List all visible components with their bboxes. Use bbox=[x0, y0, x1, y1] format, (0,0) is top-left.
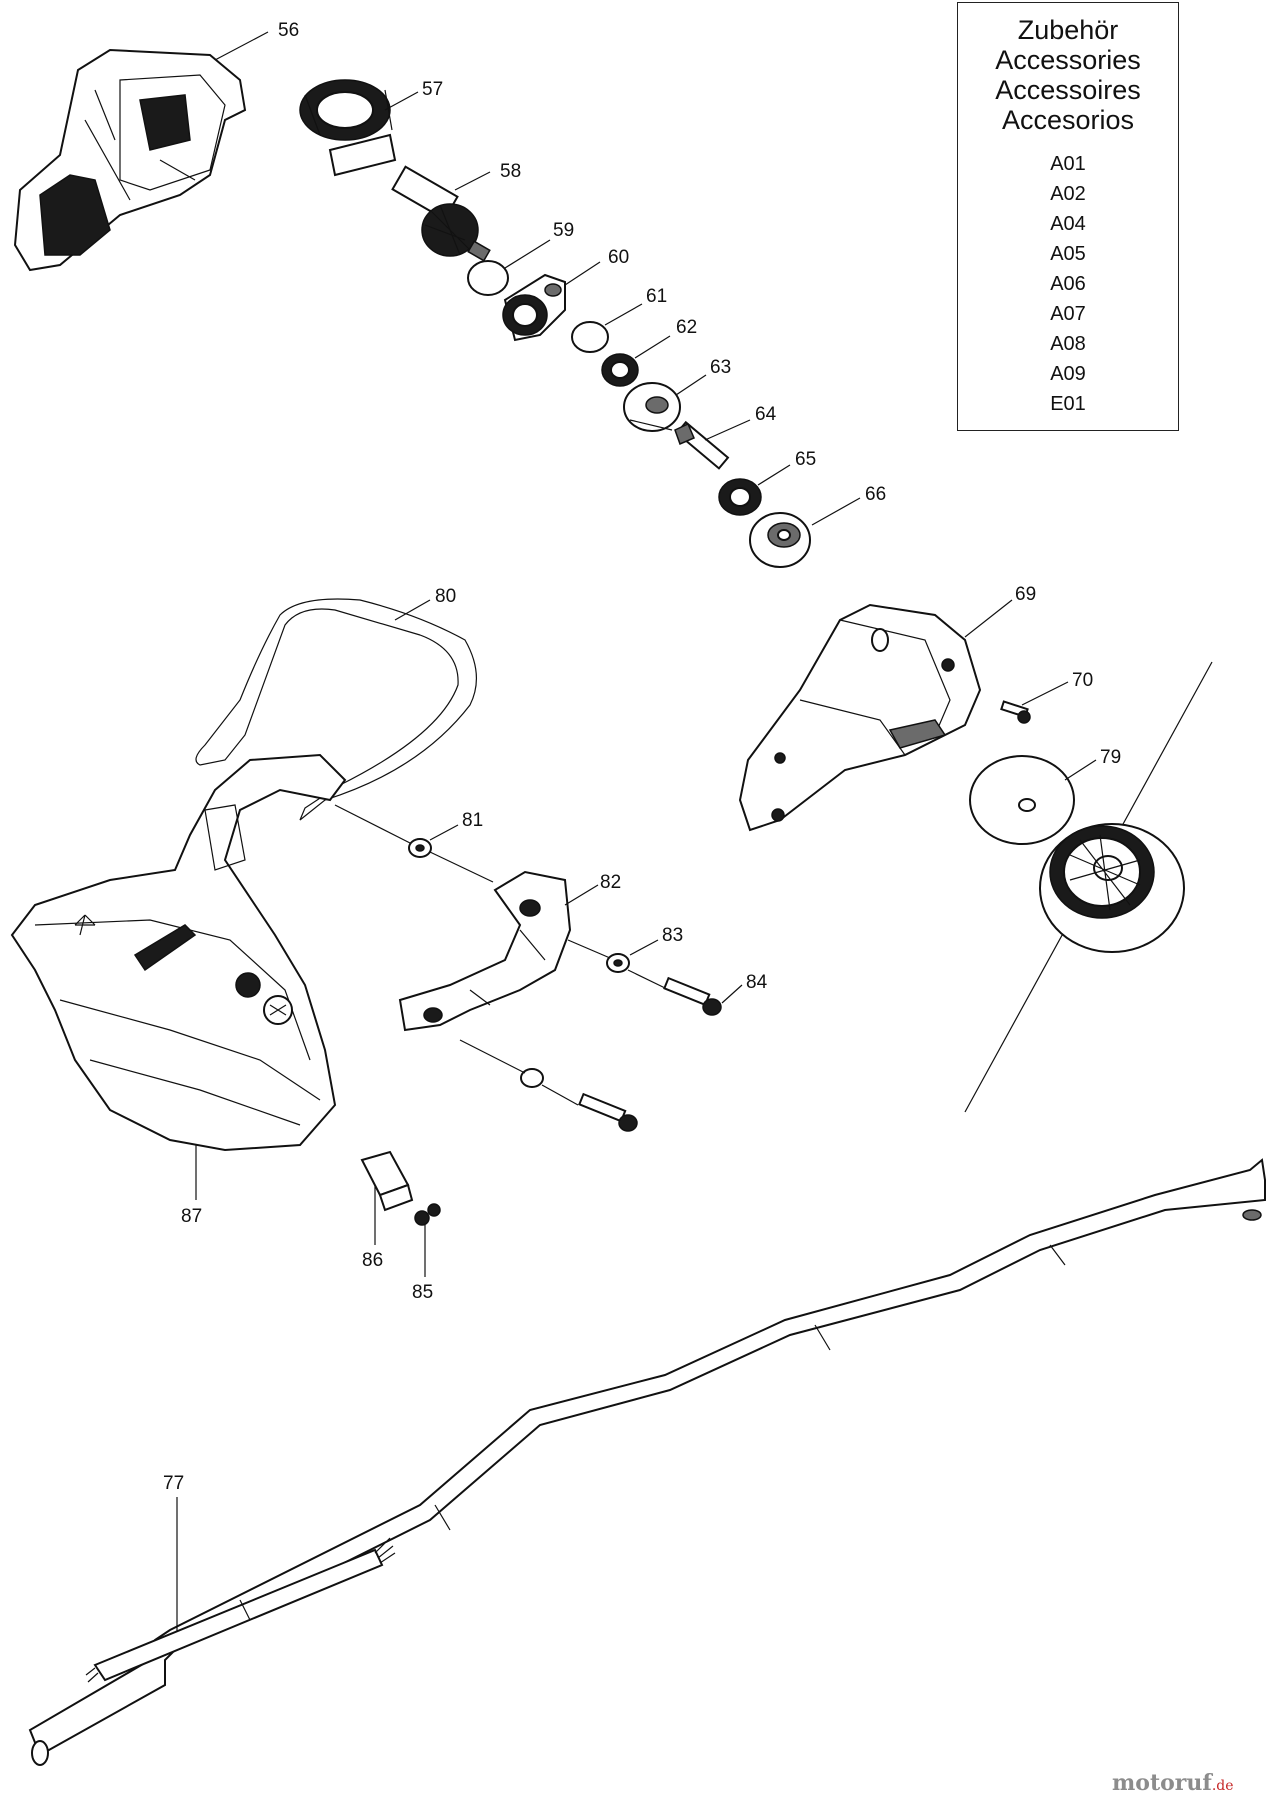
watermark-logo: motoruf.de bbox=[1112, 1770, 1234, 1796]
part-61-o-ring bbox=[571, 321, 609, 353]
callout-77: 77 bbox=[163, 1473, 184, 1494]
callout-79: 79 bbox=[1100, 747, 1121, 768]
callout-64: 64 bbox=[755, 404, 777, 425]
callout-63: 63 bbox=[710, 357, 731, 378]
part-63-gear bbox=[623, 382, 681, 432]
callout-60: 60 bbox=[608, 247, 629, 268]
callout-65: 65 bbox=[795, 449, 816, 470]
part-85-screws bbox=[414, 1203, 441, 1226]
part-65-bearing bbox=[718, 478, 762, 516]
accessories-title-es: Accesorios bbox=[1001, 105, 1135, 135]
part-80-wire-guard bbox=[195, 598, 478, 821]
part-83-washer bbox=[606, 953, 630, 973]
accessories-titles: Zubehör Accessories Accessoires Accesori… bbox=[958, 15, 1178, 135]
part-86-clip-plate bbox=[360, 1150, 414, 1212]
callout-86: 86 bbox=[362, 1250, 383, 1271]
accessories-box: Zubehör Accessories Accessoires Accesori… bbox=[957, 2, 1179, 431]
accessories-list: A01 A02 A04 A05 A06 A07 A08 A09 E01 bbox=[958, 149, 1178, 419]
accessory-item[interactable]: A07 bbox=[1050, 303, 1086, 325]
part-87-grass-guard bbox=[10, 753, 347, 1152]
accessory-item[interactable]: A04 bbox=[1050, 213, 1086, 235]
part-81-washer bbox=[408, 838, 432, 858]
callout-66: 66 bbox=[865, 484, 886, 505]
part-66-drive-hub bbox=[749, 512, 811, 568]
part-56-motor-housing bbox=[13, 48, 247, 272]
accessories-title-de: Zubehör bbox=[1017, 15, 1119, 45]
shaft-tube bbox=[28, 1158, 1266, 1766]
cutting-spool bbox=[964, 661, 1213, 1113]
watermark-suffix: .de bbox=[1211, 1778, 1234, 1794]
callout-61: 61 bbox=[646, 286, 667, 307]
callout-81: 81 bbox=[462, 810, 483, 831]
part-57-stator bbox=[299, 79, 397, 177]
callout-59: 59 bbox=[553, 220, 574, 241]
accessory-item[interactable]: A05 bbox=[1050, 243, 1086, 265]
callout-83: 83 bbox=[662, 925, 683, 946]
callout-56: 56 bbox=[278, 20, 299, 41]
callout-82: 82 bbox=[600, 872, 621, 893]
callout-84: 84 bbox=[746, 972, 768, 993]
part-70-screw bbox=[1000, 700, 1031, 724]
lower-screw bbox=[578, 1092, 638, 1132]
callout-80: 80 bbox=[435, 586, 456, 607]
callout-70: 70 bbox=[1072, 670, 1093, 691]
accessory-item[interactable]: A06 bbox=[1050, 273, 1086, 295]
part-59-o-ring bbox=[467, 260, 509, 296]
part-77-cable bbox=[85, 1537, 396, 1683]
part-64-shaft bbox=[674, 420, 730, 470]
part-62-bearing bbox=[601, 353, 639, 387]
accessory-item[interactable]: A01 bbox=[1050, 153, 1086, 175]
accessory-item[interactable]: E01 bbox=[1050, 393, 1086, 415]
callout-87: 87 bbox=[181, 1206, 202, 1227]
accessories-title-en: Accessories bbox=[995, 45, 1141, 75]
part-84-screw bbox=[663, 976, 722, 1016]
part-79-cover-plate bbox=[969, 755, 1075, 845]
accessory-item[interactable]: A02 bbox=[1050, 183, 1086, 205]
accessory-item[interactable]: A09 bbox=[1050, 363, 1086, 385]
lower-washer bbox=[520, 1068, 544, 1088]
part-69-gear-housing bbox=[738, 603, 982, 832]
accessory-item[interactable]: A08 bbox=[1050, 333, 1086, 355]
callout-62: 62 bbox=[676, 317, 697, 338]
callout-58: 58 bbox=[500, 161, 521, 182]
callout-85: 85 bbox=[412, 1282, 433, 1303]
part-60-bearing-holder bbox=[502, 273, 566, 342]
callout-57: 57 bbox=[422, 79, 443, 100]
accessories-title-fr: Accessoires bbox=[995, 75, 1141, 105]
part-58-rotor bbox=[391, 165, 491, 262]
watermark-text: motoruf bbox=[1112, 1770, 1212, 1796]
callout-69: 69 bbox=[1015, 584, 1036, 605]
part-82-guard-bracket bbox=[398, 870, 572, 1032]
